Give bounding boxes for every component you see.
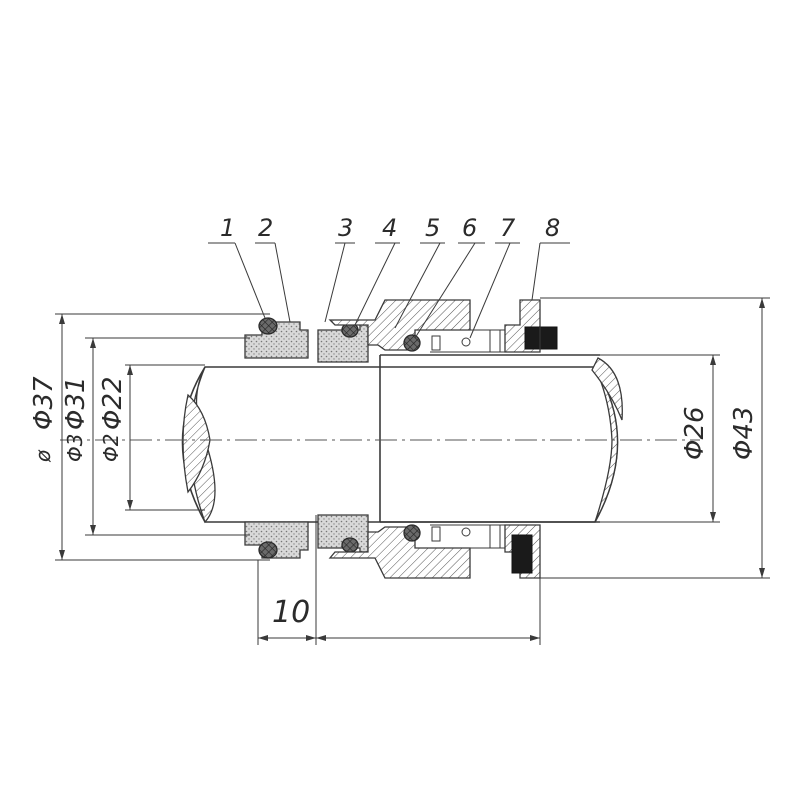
dim-ghost-c: Φ2 bbox=[99, 434, 123, 462]
right-dimensions: Φ26 Φ43 bbox=[540, 297, 770, 579]
dim-10-label: 10 bbox=[272, 595, 310, 630]
part-1-oring-top bbox=[258, 317, 278, 335]
part-6-oring-bottom bbox=[403, 524, 421, 542]
part-4-housing-bottom bbox=[328, 526, 471, 579]
seal-bottom-half bbox=[244, 514, 541, 579]
shaft-break-right bbox=[594, 366, 619, 523]
part-number-6: 6 bbox=[462, 214, 477, 242]
part-number-1: 1 bbox=[220, 214, 235, 242]
part-number-5: 5 bbox=[425, 214, 440, 242]
dim-phi31-label: Φ31 bbox=[61, 376, 91, 430]
part-8-black-top bbox=[524, 326, 558, 350]
part-7-spring-bottom bbox=[461, 527, 471, 537]
part-number-2: 2 bbox=[258, 214, 273, 242]
part-1-oring-bottom bbox=[258, 541, 278, 559]
dim-ghost-b: Φ3 bbox=[63, 434, 87, 462]
part-number-3: 3 bbox=[338, 214, 353, 242]
seal-top-half bbox=[244, 299, 558, 363]
part-number-8: 8 bbox=[545, 214, 560, 242]
dim-phi43-label: Φ43 bbox=[729, 406, 759, 460]
shaft bbox=[181, 354, 623, 524]
part-callouts: 1 2 3 4 5 6 7 8 bbox=[208, 214, 570, 339]
dim-phi37-label: Φ37 bbox=[29, 376, 59, 430]
part-4-oring-bottom bbox=[341, 537, 359, 553]
part-8-black-bottom bbox=[511, 534, 533, 574]
part-7-spring-top bbox=[461, 337, 471, 347]
bottom-dimensions: 10 bbox=[257, 515, 541, 645]
part-6-oring-top bbox=[403, 334, 421, 352]
part-2-seat-bottom bbox=[244, 521, 309, 559]
left-dimensions: Φ37 Φ31 Φ22 ø Φ3 Φ2 bbox=[29, 313, 270, 561]
part-number-7: 7 bbox=[500, 214, 516, 242]
part-number-4: 4 bbox=[382, 214, 397, 242]
dim-phi26-label: Φ26 bbox=[680, 406, 710, 460]
dim-phi22-label: Φ22 bbox=[98, 376, 128, 430]
dim-ghost-a: ø bbox=[31, 449, 55, 463]
